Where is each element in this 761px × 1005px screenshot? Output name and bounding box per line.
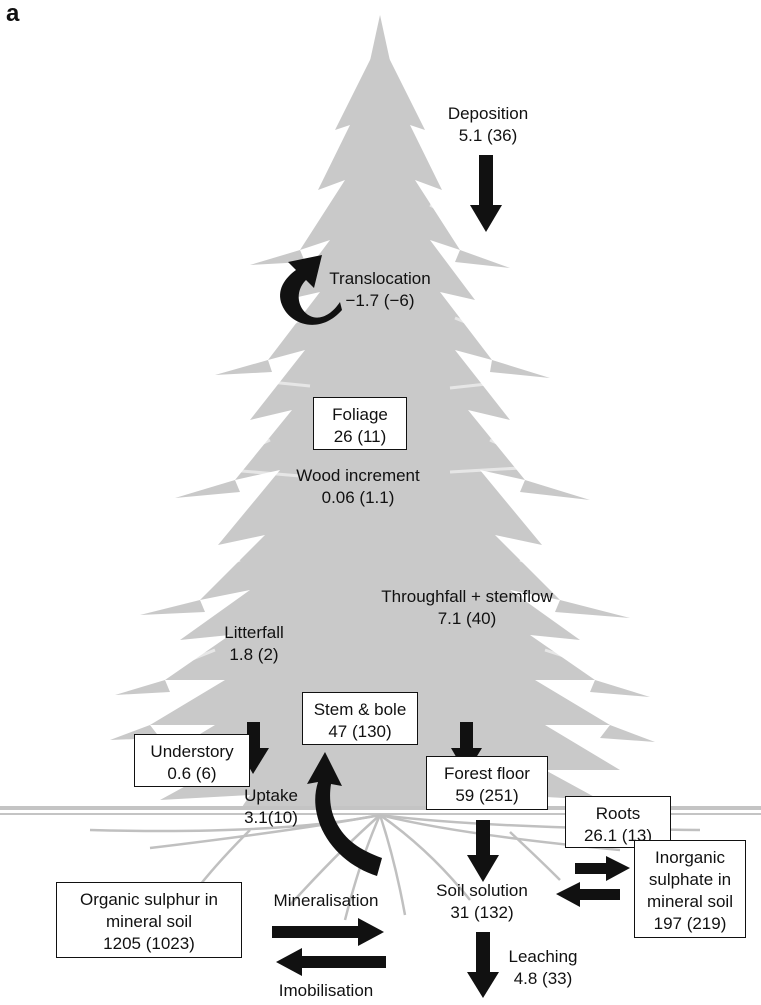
organic-sulphur-line2: mineral soil: [106, 912, 192, 931]
deposition-value: 5.1 (36): [458, 126, 518, 145]
forest-floor-value: 59 (251): [455, 786, 519, 805]
understory-value: 0.6 (6): [167, 764, 217, 783]
imobilisation-arrow: [276, 948, 386, 976]
soil-to-inorganic-arrow: [575, 856, 630, 881]
translocation-title: Translocation: [329, 269, 431, 288]
tree-texture: [169, 198, 601, 670]
deposition-title: Deposition: [447, 104, 529, 123]
understory-title: Understory: [150, 742, 234, 761]
forest-floor-box: Forest floor 59 (251): [426, 756, 548, 810]
inorganic-to-soil-arrow: [556, 882, 620, 907]
organic-sulphur-line1: Organic sulphur in: [80, 890, 218, 909]
throughfall-label: Throughfall + stemflow 7.1 (40): [360, 586, 574, 630]
tree-trunk: [348, 740, 412, 810]
translocation-value: −1.7 (−6): [345, 291, 415, 310]
deposition-arrow: [470, 155, 502, 232]
soil-solution-title: Soil solution: [436, 881, 528, 900]
mineralisation-title: Mineralisation: [273, 891, 379, 910]
mineralisation-label: Mineralisation: [256, 890, 396, 912]
forest-floor-to-soil-arrow: [467, 820, 499, 882]
understory-box: Understory 0.6 (6): [134, 734, 250, 787]
soil-solution-label: Soil solution 31 (132): [420, 880, 544, 924]
throughfall-value: 7.1 (40): [437, 609, 497, 628]
wood-increment-label: Wood increment 0.06 (1.1): [290, 465, 426, 509]
litterfall-label: Litterfall 1.8 (2): [206, 622, 302, 666]
wood-increment-title: Wood increment: [296, 466, 420, 485]
foliage-title: Foliage: [332, 405, 388, 424]
stem-bole-value: 47 (130): [328, 722, 392, 741]
wood-increment-value: 0.06 (1.1): [321, 488, 395, 507]
inorganic-sulphate-line1: Inorganic: [655, 848, 725, 867]
soil-solution-value: 31 (132): [450, 903, 514, 922]
deposition-label: Deposition 5.1 (36): [440, 103, 536, 147]
inorganic-sulphate-box: Inorganic sulphate in mineral soil 197 (…: [634, 840, 746, 938]
stem-bole-title: Stem & bole: [313, 700, 407, 719]
inorganic-sulphate-value: 197 (219): [653, 914, 727, 933]
stem-bole-box: Stem & bole 47 (130): [302, 692, 418, 745]
organic-sulphur-value: 1205 (1023): [103, 934, 195, 953]
imobilisation-label: Imobilisation: [262, 980, 390, 1002]
uptake-arrow: [307, 752, 382, 876]
leaching-value: 4.8 (33): [513, 969, 573, 988]
flow-arrows: [238, 155, 630, 998]
translocation-arrow: [280, 255, 342, 325]
litterfall-title: Litterfall: [224, 623, 284, 642]
organic-sulphur-box: Organic sulphur in mineral soil 1205 (10…: [56, 882, 242, 958]
litterfall-value: 1.8 (2): [229, 645, 279, 664]
imobilisation-title: Imobilisation: [278, 981, 374, 1000]
foliage-box: Foliage 26 (11): [313, 397, 407, 450]
inorganic-sulphate-line3: mineral soil: [647, 892, 733, 911]
forest-floor-title: Forest floor: [444, 764, 530, 783]
uptake-label: Uptake 3.1(10): [236, 785, 306, 829]
leaching-arrow: [467, 932, 499, 998]
inorganic-sulphate-line2: sulphate in: [648, 870, 732, 889]
leaching-label: Leaching 4.8 (33): [500, 946, 586, 990]
uptake-title: Uptake: [244, 786, 298, 805]
panel-label: a: [6, 0, 20, 27]
roots-title: Roots: [595, 804, 641, 823]
throughfall-title: Throughfall + stemflow: [381, 587, 553, 606]
foliage-value: 26 (11): [333, 427, 387, 446]
uptake-value: 3.1(10): [244, 808, 298, 827]
leaching-title: Leaching: [508, 947, 578, 966]
curved-arrows: [280, 255, 382, 876]
mineralisation-arrow: [272, 918, 384, 946]
translocation-label: Translocation −1.7 (−6): [318, 268, 442, 312]
